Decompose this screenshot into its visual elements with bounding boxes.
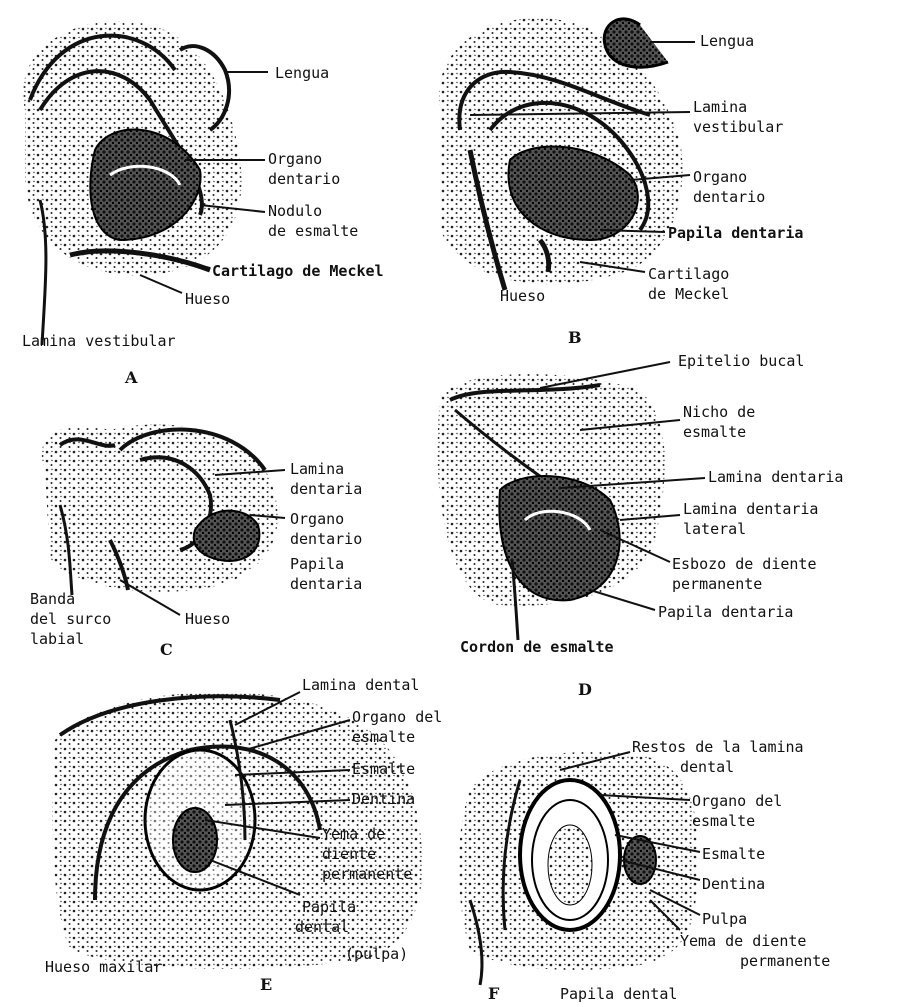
panel-c-letter: C bbox=[160, 640, 173, 659]
label-c-lamina-2: dentaria bbox=[290, 480, 362, 498]
label-f-dentina: Dentina bbox=[702, 875, 765, 893]
label-d-esbozo: Esbozo de diente bbox=[672, 555, 817, 573]
panel-e-letter: E bbox=[260, 975, 272, 994]
label-b-organo: Organo bbox=[693, 168, 747, 186]
label-f-organo-2: esmalte bbox=[692, 812, 755, 830]
label-c-papila-2: dentaria bbox=[290, 575, 362, 593]
panel-b-figure bbox=[439, 18, 683, 290]
label-a-nodulo-2: de esmalte bbox=[268, 222, 358, 240]
label-b-lamina-2: vestibular bbox=[693, 118, 783, 136]
label-b-papila: Papila dentaria bbox=[668, 224, 803, 242]
label-b-cartilago: Cartilago bbox=[648, 265, 729, 283]
label-f-pulpa: Pulpa bbox=[702, 910, 747, 928]
label-b-cartilago-2: de Meckel bbox=[648, 285, 729, 303]
panel-d-letter: D bbox=[578, 680, 592, 699]
label-d-lamina-lateral-2: lateral bbox=[683, 520, 746, 538]
panel-a-letter: A bbox=[125, 368, 137, 387]
label-d-papila: Papila dentaria bbox=[658, 603, 793, 621]
label-e-dentina: Dentina bbox=[352, 790, 415, 808]
label-a-cartilago: Cartilago de Meckel bbox=[212, 262, 384, 280]
label-c-banda-2: del surco bbox=[30, 610, 111, 628]
label-e-yema-2: diente bbox=[322, 845, 376, 863]
label-e-lamina: Lamina dental bbox=[302, 676, 419, 694]
label-e-papila-3: (pulpa) bbox=[345, 945, 408, 963]
label-f-papila: Papila dental bbox=[560, 985, 677, 1003]
label-d-epitelio: Epitelio bucal bbox=[678, 352, 804, 370]
label-c-organo-2: dentario bbox=[290, 530, 362, 548]
label-c-hueso: Hueso bbox=[185, 610, 230, 628]
label-d-nicho-2: esmalte bbox=[683, 423, 746, 441]
label-b-organo-2: dentario bbox=[693, 188, 765, 206]
label-b-lengua: Lengua bbox=[700, 32, 754, 50]
label-f-yema-2: permanente bbox=[740, 952, 830, 970]
label-e-papila-2: dental bbox=[295, 918, 349, 936]
panel-b-letter: B bbox=[568, 328, 582, 347]
label-a-organo-2: dentario bbox=[268, 170, 340, 188]
label-d-cordon: Cordon de esmalte bbox=[460, 638, 614, 656]
panel-c-figure bbox=[42, 424, 278, 595]
label-d-lamina-lateral: Lamina dentaria bbox=[683, 500, 818, 518]
label-c-banda-3: labial bbox=[30, 630, 84, 648]
label-a-hueso: Hueso bbox=[185, 290, 230, 308]
label-f-esmalte: Esmalte bbox=[702, 845, 765, 863]
label-f-organo: Organo del bbox=[692, 792, 782, 810]
panel-f-letter: F bbox=[488, 984, 499, 1003]
label-a-lengua: Lengua bbox=[275, 64, 329, 82]
label-f-restos: Restos de la lamina bbox=[632, 738, 804, 756]
panel-d-figure bbox=[438, 374, 665, 640]
label-a-nodulo: Nodulo bbox=[268, 202, 322, 220]
label-a-organo: Organo bbox=[268, 150, 322, 168]
label-c-lamina: Lamina bbox=[290, 460, 344, 478]
label-d-esbozo-2: permanente bbox=[672, 575, 762, 593]
label-b-hueso: Hueso bbox=[500, 287, 545, 305]
label-c-papila: Papila bbox=[290, 555, 344, 573]
label-e-esmalte: Esmalte bbox=[352, 760, 415, 778]
label-f-yema: Yema de diente bbox=[680, 932, 806, 950]
label-e-hueso: Hueso maxilar bbox=[45, 958, 162, 976]
label-c-banda: Banda bbox=[30, 590, 75, 608]
label-e-organo: Organo del bbox=[352, 708, 442, 726]
label-c-organo: Organo bbox=[290, 510, 344, 528]
panel-f-figure bbox=[459, 752, 698, 985]
label-d-lamina-dentaria: Lamina dentaria bbox=[708, 468, 843, 486]
label-a-lamina-vestibular: Lamina vestibular bbox=[22, 332, 176, 350]
label-e-papila: Papila bbox=[302, 898, 356, 916]
label-e-yema: Yema de bbox=[322, 825, 385, 843]
label-d-nicho: Nicho de bbox=[683, 403, 755, 421]
label-f-restos-2: dental bbox=[680, 758, 734, 776]
label-e-yema-3: permanente bbox=[322, 865, 412, 883]
label-e-organo-2: esmalte bbox=[352, 728, 415, 746]
label-b-lamina: Lamina bbox=[693, 98, 747, 116]
